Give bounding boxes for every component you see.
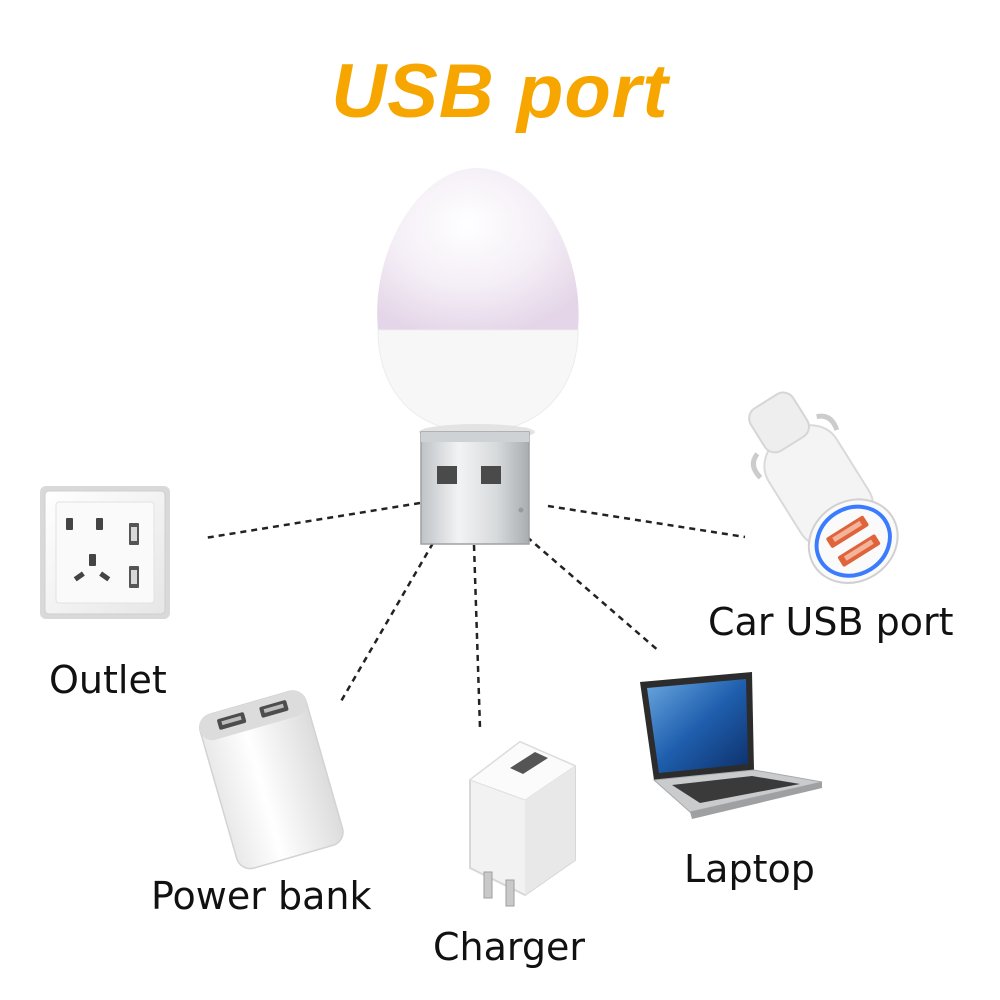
label-outlet: Outlet xyxy=(49,658,167,702)
connector-car xyxy=(547,504,746,539)
label-charger: Charger xyxy=(433,925,585,969)
label-laptop: Laptop xyxy=(684,847,815,891)
page-title: USB port xyxy=(331,49,669,134)
usb-egg-lamp-icon xyxy=(377,168,579,545)
laptop-icon xyxy=(640,672,823,819)
connector-laptop xyxy=(526,536,661,653)
wall-outlet-icon xyxy=(40,486,170,619)
label-power-bank: Power bank xyxy=(151,874,372,918)
connector-lines xyxy=(204,501,746,729)
connector-power-bank xyxy=(338,542,435,704)
connector-outlet xyxy=(204,501,421,540)
connector-charger xyxy=(472,544,482,729)
car-charger-icon xyxy=(748,391,899,584)
power-bank-icon xyxy=(199,690,344,870)
wall-charger-icon xyxy=(468,740,577,907)
label-car-usb-port: Car USB port xyxy=(708,600,954,644)
